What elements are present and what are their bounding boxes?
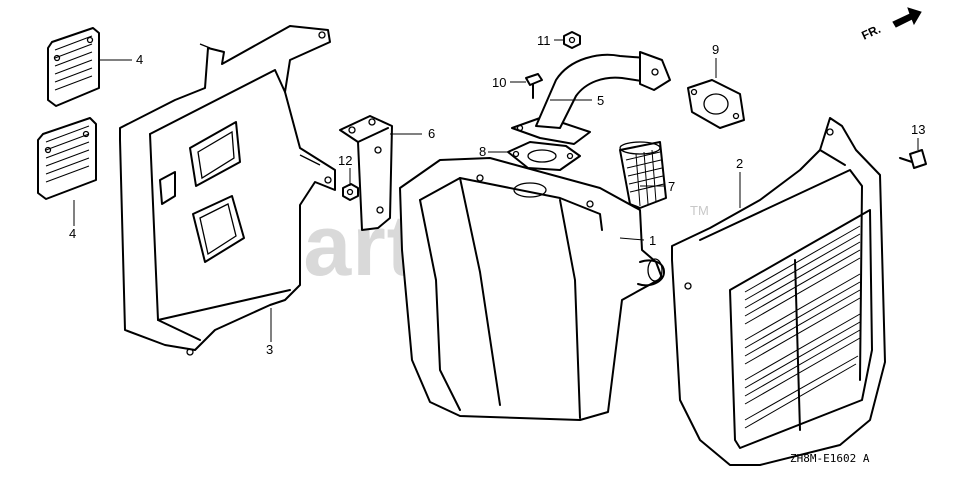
callout-13: 13 xyxy=(911,122,925,137)
part-1-muffler[interactable] xyxy=(399,157,665,421)
callout-5: 5 xyxy=(597,93,604,108)
callout-1: 1 xyxy=(649,233,656,248)
part-7-arrester-screen[interactable] xyxy=(619,141,667,209)
part-8-muffler-gasket[interactable] xyxy=(507,141,581,171)
callout-11: 11 xyxy=(537,33,551,48)
part-4-plate-lower[interactable] xyxy=(37,117,97,200)
callout-3: 3 xyxy=(266,342,273,357)
part-12-nut[interactable] xyxy=(342,183,359,201)
part-6-muffler-stay[interactable] xyxy=(339,115,393,231)
front-arrow-icon xyxy=(892,7,922,28)
callout-7: 7 xyxy=(668,179,675,194)
part-2-muffler-cover[interactable] xyxy=(671,117,886,466)
part-5-exhaust-pipe[interactable] xyxy=(511,51,671,145)
diagram-code: ZH8M-E1602 A xyxy=(790,452,870,465)
callout-2: 2 xyxy=(736,156,743,171)
callout-8: 8 xyxy=(479,144,486,159)
part-13-bolt[interactable] xyxy=(899,149,927,169)
part-10-flange-bolt[interactable] xyxy=(525,73,543,99)
callout-9: 9 xyxy=(712,42,719,57)
callout-12: 12 xyxy=(338,153,352,168)
callout-10: 10 xyxy=(492,75,506,90)
callout-6: 6 xyxy=(428,126,435,141)
callout-4-upper: 4 xyxy=(136,52,143,67)
callout-labels: 4 4 3 6 12 1 2 5 8 7 9 10 11 13 xyxy=(69,33,925,357)
front-direction-indicator: FR. xyxy=(859,7,922,43)
part-4-plate-upper[interactable] xyxy=(47,27,100,107)
part-3-muffler-protector[interactable] xyxy=(119,25,336,356)
front-direction-label: FR. xyxy=(859,22,882,43)
leader-lines xyxy=(73,39,919,342)
watermark-trademark: TM xyxy=(690,203,709,218)
part-11-nut[interactable] xyxy=(563,31,581,49)
part-9-exhaust-gasket[interactable] xyxy=(687,79,745,129)
callout-4-lower: 4 xyxy=(69,226,76,241)
